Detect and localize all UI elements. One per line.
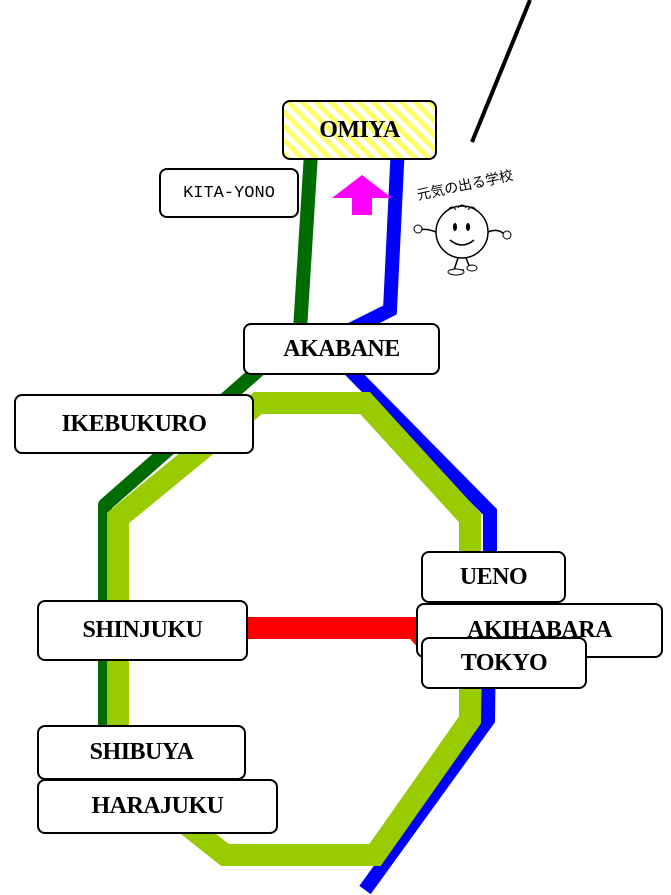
station-ueno[interactable]: UENO xyxy=(421,551,566,603)
station-akabane-label: AKABANE xyxy=(283,335,400,362)
arrow-icon xyxy=(332,175,392,215)
station-omiya[interactable]: OMIYA xyxy=(282,100,437,160)
keihin-tohoku-line xyxy=(342,144,497,895)
station-ueno-label: UENO xyxy=(459,563,528,590)
station-kita-yono-label: KITA-YONO xyxy=(183,183,275,203)
station-harajuku[interactable]: HARAJUKU xyxy=(37,779,278,834)
station-akabane[interactable]: AKABANE xyxy=(243,323,440,375)
station-shibuya[interactable]: SHIBUYA xyxy=(37,725,246,780)
station-shibuya-label: SHIBUYA xyxy=(89,739,194,765)
station-ikebukuro-label: IKEBUKURO xyxy=(61,410,207,437)
mascot-slogan: 元気の出る学校 xyxy=(415,167,514,204)
station-harajuku-label: HARAJUKU xyxy=(91,793,225,819)
station-omiya-label: OMIYA xyxy=(319,116,400,143)
station-shinjuku[interactable]: SHINJUKU xyxy=(37,600,248,661)
callout-line xyxy=(470,0,532,143)
station-ikebukuro[interactable]: IKEBUKURO xyxy=(14,394,254,454)
station-shinjuku-label: SHINJUKU xyxy=(82,617,203,643)
mascot-icon: 元気の出る学校 xyxy=(413,167,515,276)
station-tokyo[interactable]: TOKYO xyxy=(421,637,587,689)
station-tokyo-label: TOKYO xyxy=(460,649,548,676)
station-kita-yono[interactable]: KITA-YONO xyxy=(159,168,299,218)
